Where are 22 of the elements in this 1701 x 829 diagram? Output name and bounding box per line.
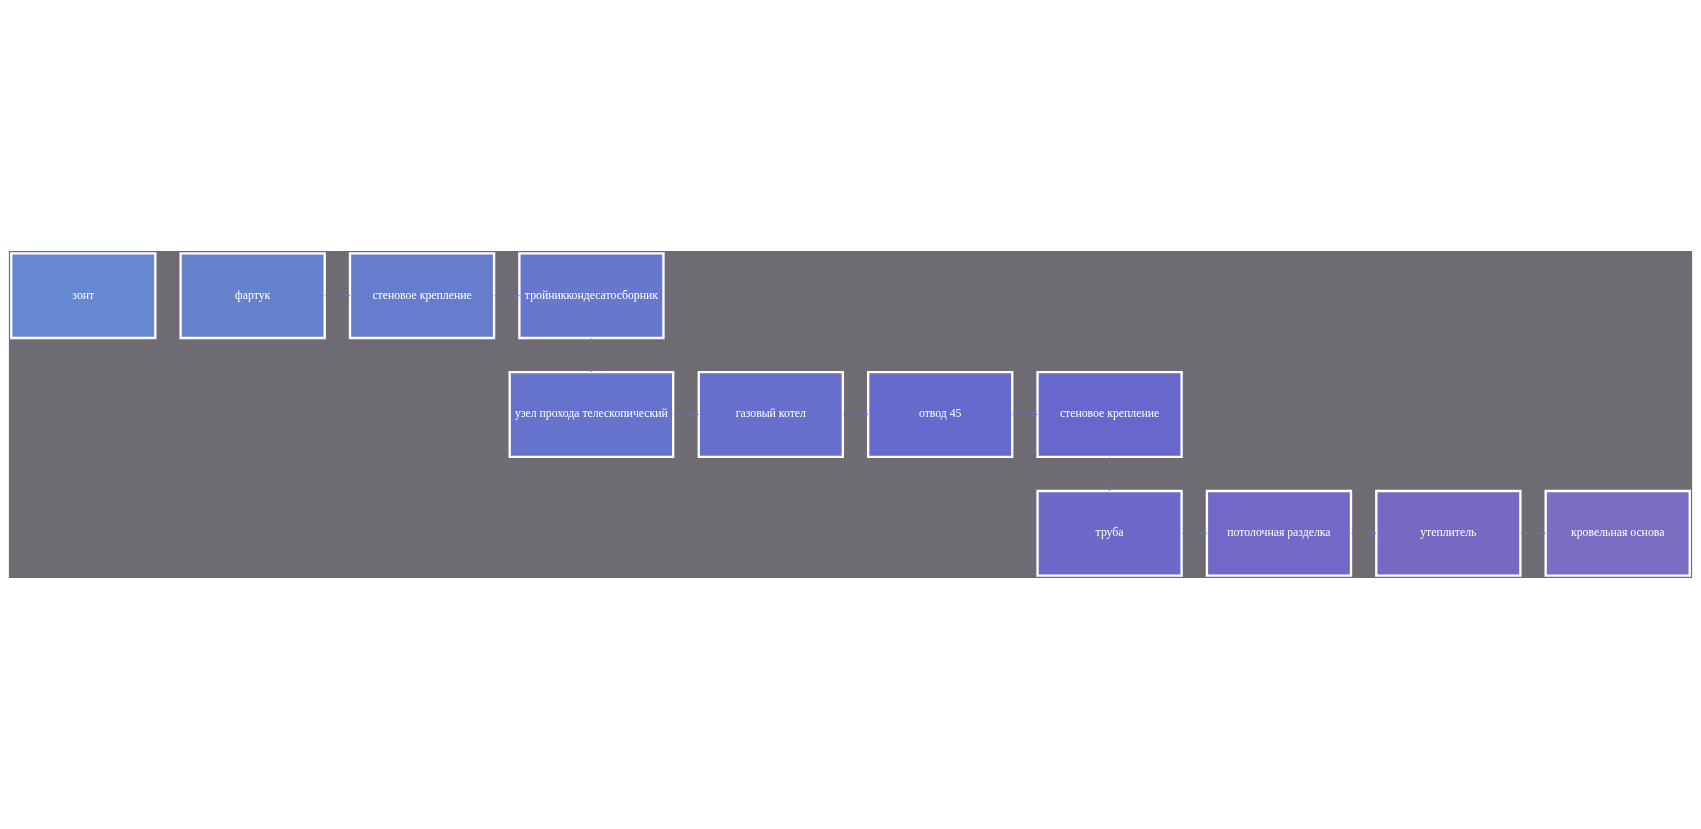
arrow: [1012, 412, 1038, 417]
node-box: потолочная разделка: [1205, 489, 1353, 577]
node-box: тройниккондесатосборник: [518, 252, 665, 340]
arrow: [1181, 531, 1208, 536]
node-box: стеновое крепление: [348, 252, 496, 340]
node-box: кровельная основа: [1544, 489, 1691, 577]
node-box: зонт: [10, 252, 157, 340]
arrow: [842, 412, 869, 417]
arrow: [589, 337, 594, 373]
node-box: узел прохода телескопический: [508, 370, 675, 459]
node-box: стеновое крепление: [1036, 370, 1183, 459]
node-box: газовый котел: [697, 370, 845, 459]
arrow: [324, 293, 351, 298]
node-box: утеплитель: [1375, 489, 1522, 577]
node-box: отвод 45: [866, 370, 1014, 459]
node-box: труба: [1036, 489, 1183, 577]
arrow: [493, 293, 520, 298]
arrow: [1107, 456, 1112, 492]
node-box: фартук: [179, 252, 326, 340]
arrow: [1350, 531, 1377, 536]
arrow: [1520, 531, 1546, 536]
arrow: [672, 412, 699, 417]
